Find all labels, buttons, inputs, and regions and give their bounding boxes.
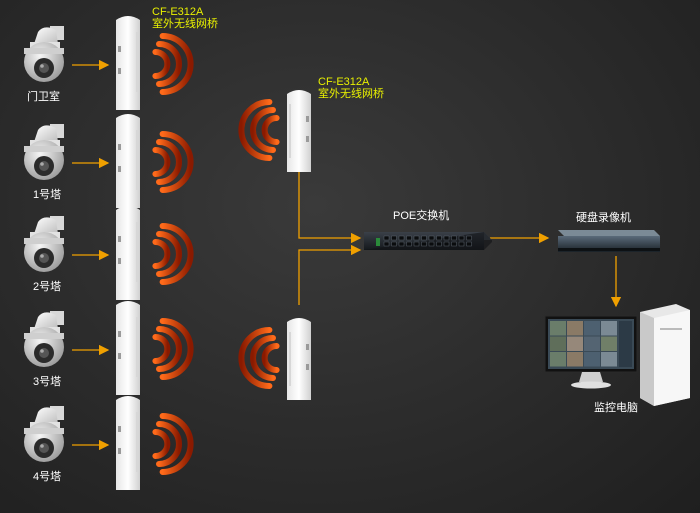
nvr-label: 硬盘录像机 <box>576 212 631 224</box>
ptz-camera-icon <box>24 216 64 272</box>
camera-row <box>24 206 194 300</box>
camera-location-label: 4号塔 <box>33 471 62 483</box>
ptz-camera-icon <box>24 406 64 462</box>
wifi-signal-icon <box>152 318 194 380</box>
lower-bridge-link <box>298 244 362 305</box>
camera-row <box>24 301 194 395</box>
camera-location-label: 2号塔 <box>33 281 62 293</box>
camera-row <box>24 396 194 490</box>
wireless-bridge-icon <box>116 16 140 110</box>
pc-label: 监控电脑 <box>594 402 638 414</box>
wireless-bridge-icon <box>287 318 311 400</box>
monitoring-computer <box>544 304 690 406</box>
wifi-signal-icon <box>152 413 194 475</box>
relay-bridge-upper <box>238 90 311 172</box>
switch-label: POE交换机 <box>393 210 450 222</box>
relay-bridge-lower <box>238 318 311 400</box>
bridge-model-text: CF-E312A <box>318 76 370 88</box>
bridge-label-relay: CF-E312A 室外无线网桥 <box>318 76 384 100</box>
ptz-camera-icon <box>24 124 64 180</box>
bridge-model-text: CF-E312A <box>152 6 204 18</box>
wireless-bridge-icon <box>116 396 140 490</box>
bridge-to-switch-links <box>298 172 622 308</box>
wifi-signal-icon <box>152 223 194 285</box>
wireless-bridge-icon <box>287 90 311 172</box>
ptz-camera-icon <box>24 26 64 82</box>
camera-location-label: 门卫室 <box>27 91 60 103</box>
camera-row <box>24 16 194 110</box>
bridge-desc-text: 室外无线网桥 <box>318 88 384 100</box>
camera-row <box>24 114 194 208</box>
wifi-signal-icon <box>152 33 194 95</box>
camera-location-label: 1号塔 <box>33 189 62 201</box>
ptz-camera-icon <box>24 311 64 367</box>
upper-bridge-link <box>298 172 362 244</box>
wireless-bridge-icon <box>116 301 140 395</box>
nvr-device <box>558 230 660 252</box>
bridge-desc-text: 室外无线网桥 <box>152 18 218 30</box>
wifi-signal-icon <box>238 99 280 161</box>
wireless-bridge-icon <box>116 114 140 208</box>
camera-location-label: 3号塔 <box>33 376 62 388</box>
wifi-signal-icon <box>152 131 194 193</box>
wifi-signal-icon <box>238 327 280 389</box>
wireless-bridge-icon <box>116 206 140 300</box>
poe-switch <box>364 232 492 250</box>
camera-rows <box>24 16 194 490</box>
bridge-label-top: CF-E312A 室外无线网桥 <box>152 6 218 30</box>
